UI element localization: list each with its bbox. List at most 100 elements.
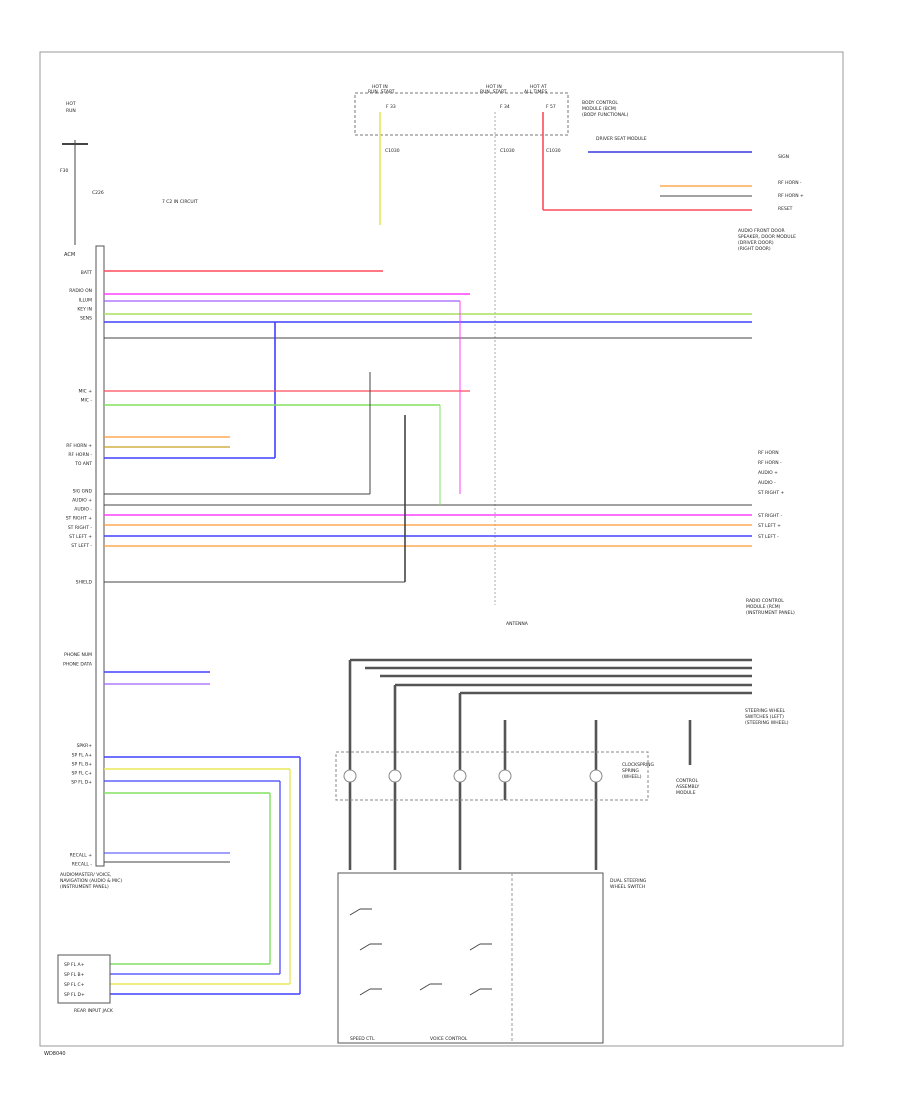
module-label: ACM (64, 252, 75, 258)
left-pin-label: PHONE NUM (64, 652, 92, 658)
left-pin-label: PHONE DATA (63, 661, 93, 667)
switch-box-mid-label: VOICE CONTROL (430, 1036, 468, 1042)
switch-symbol (419, 983, 442, 991)
power-box-3-name: HOT AT (530, 84, 547, 90)
clockspring-contact (589, 769, 603, 783)
clockspring-contact (343, 769, 357, 783)
run-label: RUN (66, 108, 76, 114)
top-right-caption-2: SPEAKER, DOOR MODULE (738, 234, 796, 240)
clockspring-label-3: (WHEEL) (622, 774, 642, 780)
junction-label: 7 C2 IN CIRCUIT (162, 199, 198, 205)
rear-jack-box (57, 954, 111, 1004)
left-pin-label: ILLUM (79, 297, 92, 303)
switch-box-caption-2: WHEEL SWITCH (610, 884, 645, 890)
gem-label: DRIVER SEAT MODULE (596, 136, 647, 142)
left-pin-label: MIC - (81, 397, 93, 403)
left-pin-label: MIC + (78, 388, 92, 394)
left-pin-label: SP FL B+ (72, 761, 93, 767)
power-box-2-sub: RUN, START (480, 89, 507, 95)
power-box-3-sub: ALL TIMES (524, 89, 547, 95)
left-module-caption-2: NAVIGATION (AUDIO & MIC) (60, 878, 122, 884)
top-right-caption-1: AUDIO FRONT DOOR (738, 228, 785, 234)
left-pin-label: ST RIGHT + (66, 516, 93, 522)
switch-symbol (359, 943, 382, 951)
hot-label: HOT (66, 101, 76, 107)
steering-switch-box (337, 872, 604, 1044)
top-right-pin-label: SIGN (778, 154, 789, 160)
left-pin-label: SP FL D+ (71, 780, 92, 786)
gps-label-3: MODULE (676, 790, 696, 796)
power-box-1-conn: C1030 (385, 148, 400, 154)
left-pin-label: RECALL + (70, 852, 93, 858)
switch-caption-2: SWITCHES (LEFT) (745, 714, 784, 720)
left-pin-label: AUDIO + (72, 498, 92, 504)
left-pin-label: TO ANT (74, 461, 92, 467)
left-pin-label: RADIO ON (69, 288, 92, 294)
switch-box-caption-1: DUAL STEERING (610, 878, 647, 884)
footer-code: WD8040 (44, 1051, 66, 1057)
left-pin-label: SIG GND (73, 488, 93, 494)
rear-jack-pin-2: SP FL B+ (64, 972, 85, 978)
power-box-1-name: HOT IN (372, 84, 388, 90)
speaker-pin-label: RF HORN (758, 450, 779, 456)
left-pin-label: BATT (81, 270, 92, 276)
rear-jack-pin-4: SP FL D+ (64, 992, 85, 998)
speaker-pin-label: ST LEFT - (758, 534, 779, 540)
clockspring-contacts (343, 769, 603, 783)
speaker-pin-label: ST RIGHT - (758, 513, 783, 519)
power-box-1-sub: RUN, START (368, 89, 395, 95)
speaker-pin-label: AUDIO + (758, 470, 778, 476)
diagram-frame (39, 51, 844, 1047)
switch-symbol (469, 943, 492, 951)
power-desc-1: BODY CONTROL (582, 100, 618, 106)
power-box-2-fuse: F 34 (500, 104, 510, 110)
gps-label-1: CONTROL (676, 778, 698, 784)
left-pin-label: RECALL - (72, 862, 93, 868)
top-right-pin-label: RESET (778, 206, 793, 212)
left-pin-label: SPKR+ (77, 743, 93, 749)
speaker-pin-labels: RF HORN RF HORN - AUDIO + AUDIO - ST RIGHT +… (758, 450, 785, 540)
left-pin-label: ST RIGHT - (68, 525, 93, 531)
switch-symbols (349, 908, 492, 996)
top-right-caption-3: (DRIVER DOOR) (738, 240, 774, 246)
switch-symbol (349, 908, 372, 916)
acm-module-box (95, 245, 105, 867)
speaker-pin-label: ST RIGHT + (758, 490, 785, 496)
switch-caption-3: (STEERING WHEEL) (745, 720, 789, 726)
rear-jack-pin-3: SP FL C+ (64, 982, 85, 988)
clockspring-label-1: CLOCKSPRING (622, 762, 655, 768)
switch-caption-1: STEERING WHEEL (745, 708, 786, 714)
speaker-pin-label: RF HORN - (758, 460, 782, 466)
top-right-caption-4: (RIGHT DOOR) (738, 246, 771, 252)
left-fuse-label: F30 (60, 168, 68, 174)
power-box-2: HOT IN RUN, START F 34 C1030 (480, 84, 515, 154)
left-module-caption-1: AUDIOMASTER/ VOICE, (60, 872, 111, 878)
speaker-caption-2: MODULE (RCM) (746, 604, 781, 610)
left-conn-label: C226 (92, 190, 104, 196)
power-desc-3: (BODY FUNCTIONAL) (582, 112, 629, 118)
gps-label-2: ASSEMBLY (676, 784, 700, 790)
speaker-caption-1: RADIO CONTROL (746, 598, 784, 604)
power-box-2-conn: C1030 (500, 148, 515, 154)
clockspring-band (335, 751, 649, 801)
left-pin-label: AUDIO - (74, 507, 92, 513)
left-pin-label: KEY IN (77, 306, 92, 312)
clockspring-label-2: SPRING (622, 768, 639, 774)
antenna-label: ANTENNA (506, 621, 529, 627)
left-pin-label: SP FL A+ (72, 752, 93, 758)
speaker-pin-label: AUDIO - (758, 480, 776, 486)
clockspring-contact (453, 769, 467, 783)
top-right-pin-label: RF HORN - (778, 180, 802, 186)
left-pin-label: RF HORN - (68, 452, 92, 458)
power-box-3: HOT AT ALL TIMES F 57 C1030 (524, 84, 561, 154)
module-wires (104, 270, 752, 995)
rear-jack-label: REAR INPUT JACK (74, 1008, 114, 1014)
power-box-region (354, 92, 569, 136)
power-box-1: HOT IN RUN, START F 33 C1030 (368, 84, 400, 154)
power-desc-2: MODULE (BCM) (582, 106, 617, 112)
left-pin-label: ST LEFT + (69, 534, 92, 540)
switch-box-left-label: SPEED CTL (350, 1036, 375, 1042)
